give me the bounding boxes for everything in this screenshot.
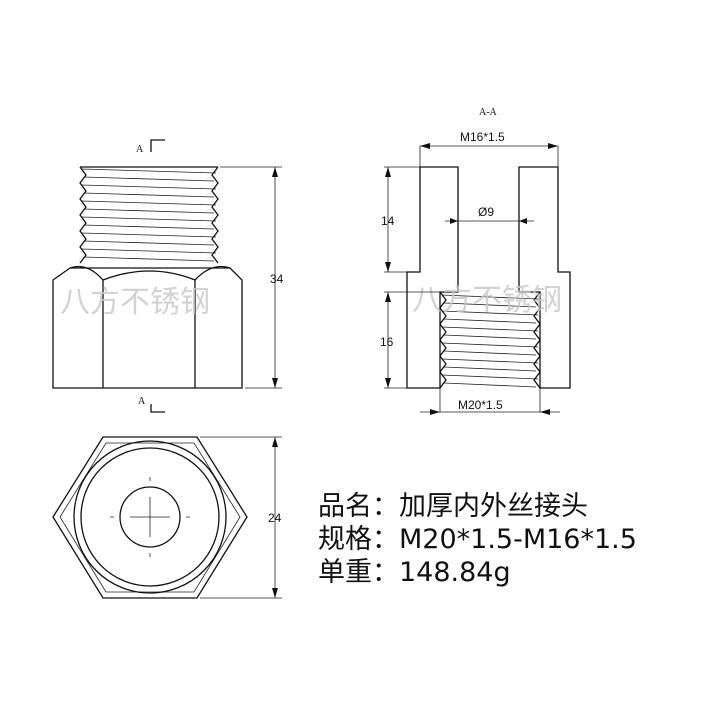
bottom-thread-dimension: M20*1.5 xyxy=(458,398,503,412)
spec-label: 规格： xyxy=(318,524,399,555)
width-dimension: 24 xyxy=(268,511,282,525)
weight-label: 单重： xyxy=(318,557,399,588)
bottom-view: 24 xyxy=(52,436,282,599)
section-title: A-A xyxy=(479,107,498,118)
name-value: 加厚内外丝接头 xyxy=(399,491,588,522)
section-mark-top: A xyxy=(136,144,144,155)
product-spec: 规格：M20*1.5-M16*1.5 xyxy=(318,517,637,556)
lower-length-dimension: 16 xyxy=(380,335,394,349)
product-weight: 单重：148.84g xyxy=(318,550,511,589)
product-name: 品名：加厚内外丝接头 xyxy=(318,484,588,523)
section-arrow-icon xyxy=(150,404,165,413)
name-label: 品名： xyxy=(318,491,399,522)
upper-length-dimension: 14 xyxy=(381,214,395,228)
front-view: 八方不锈钢 A A 34 xyxy=(52,139,284,413)
section-view: A-A 八方不锈钢 M16*1.5 Ø9 14 16 M20*1.5 xyxy=(380,107,571,415)
weight-value: 148.84g xyxy=(399,557,511,588)
internal-thread xyxy=(439,291,541,389)
watermark: 八方不锈钢 xyxy=(412,283,562,318)
section-arrow-icon xyxy=(150,139,165,152)
external-thread xyxy=(79,166,219,264)
top-thread-dimension: M16*1.5 xyxy=(460,130,505,144)
section-mark-bottom: A xyxy=(138,396,146,407)
height-dimension: 34 xyxy=(270,272,284,286)
spec-value: M20*1.5-M16*1.5 xyxy=(399,524,637,555)
watermark: 八方不锈钢 xyxy=(60,285,210,320)
bore-dimension: Ø9 xyxy=(478,205,494,219)
